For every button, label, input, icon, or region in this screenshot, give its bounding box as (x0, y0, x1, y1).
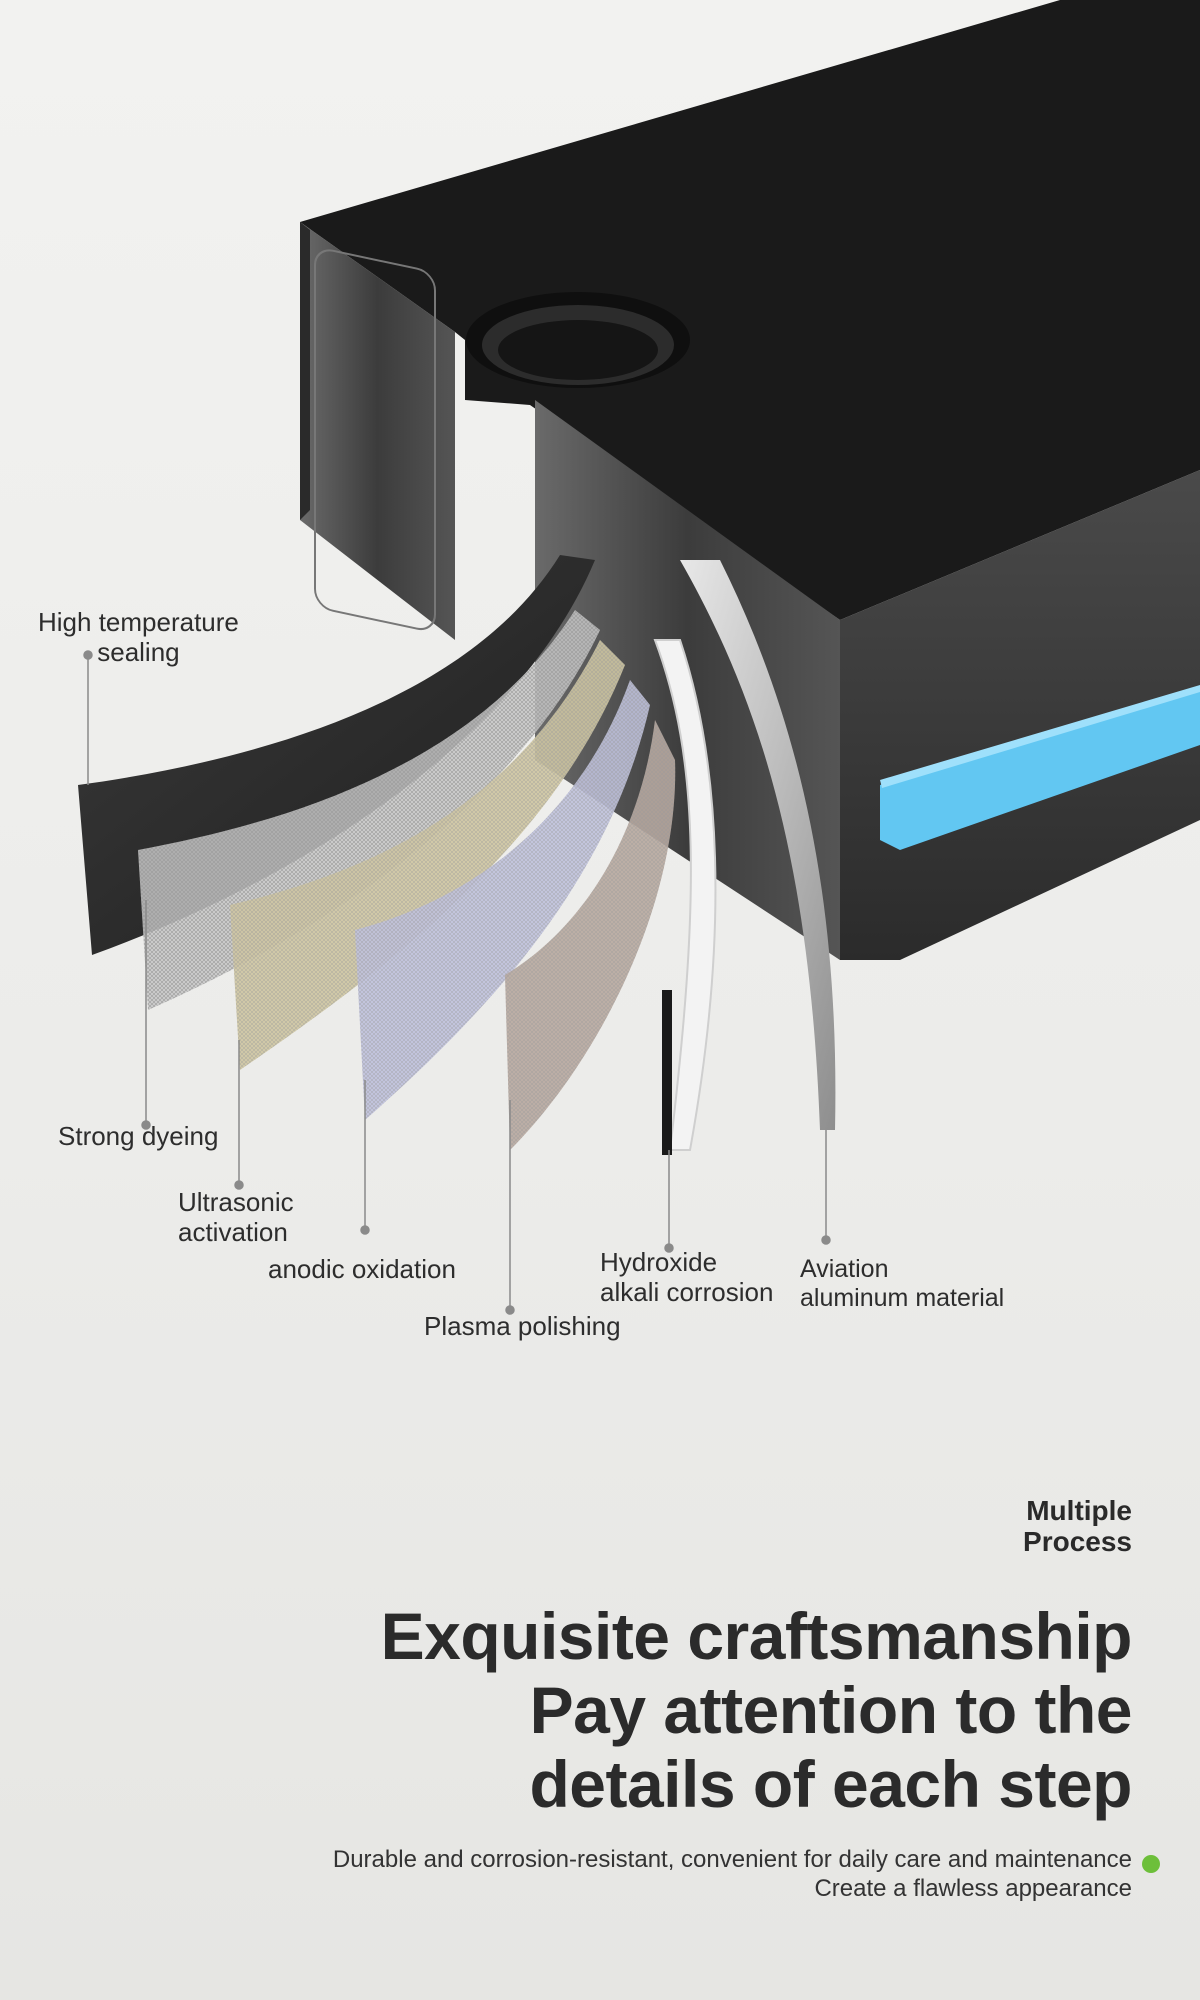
green-dot-icon (1142, 1855, 1160, 1873)
callout-strong-dyeing: Strong dyeing (58, 1121, 219, 1151)
callout-high-temperature-sealing: High temperature sealing (38, 607, 239, 668)
headline-line: details of each step (529, 1746, 1132, 1821)
section-eyebrow: Multiple Process (1023, 1495, 1132, 1558)
headline-line: Exquisite craftsmanship (380, 1599, 1133, 1673)
callout-line: activation (178, 1216, 288, 1247)
callout-line: alkali corrosion (600, 1276, 774, 1307)
callout-line: Hydroxide (600, 1247, 718, 1277)
light-strip (880, 690, 1200, 850)
headline: Exquisite craftsmanship Pay attention to… (380, 1599, 1133, 1822)
callout-line: Ultrasonic (178, 1187, 294, 1217)
callout-line: Aviation (800, 1255, 889, 1283)
layer-stack (78, 555, 836, 1155)
headline-line: Pay attention to the (529, 1672, 1133, 1747)
device-body (300, 0, 1200, 960)
callout-ultrasonic-activation: Ultrasonic activation (178, 1187, 294, 1248)
leader-lines (83, 650, 831, 1315)
callout-line: High temperature (38, 607, 239, 637)
callout-line: sealing (97, 636, 180, 667)
subtext-line: Create a flawless appearance (814, 1874, 1132, 1902)
callout-anodic-oxidation: anodic oxidation (268, 1254, 456, 1284)
callout-hydroxide-alkali-corrosion: Hydroxide alkali corrosion (600, 1247, 774, 1308)
callout-aviation-aluminum-material: Aviation aluminum material (800, 1255, 1004, 1313)
subtext: Durable and corrosion-resistant, conveni… (333, 1846, 1132, 1904)
callout-plasma-polishing: Plasma polishing (424, 1311, 621, 1341)
eyebrow-line: Multiple (1026, 1495, 1132, 1526)
subtext-line: Durable and corrosion-resistant, conveni… (332, 1846, 1132, 1873)
callout-line: aluminum material (800, 1283, 1005, 1312)
product-illustration (78, 0, 1200, 1315)
eyebrow-line: Process (1023, 1525, 1132, 1557)
